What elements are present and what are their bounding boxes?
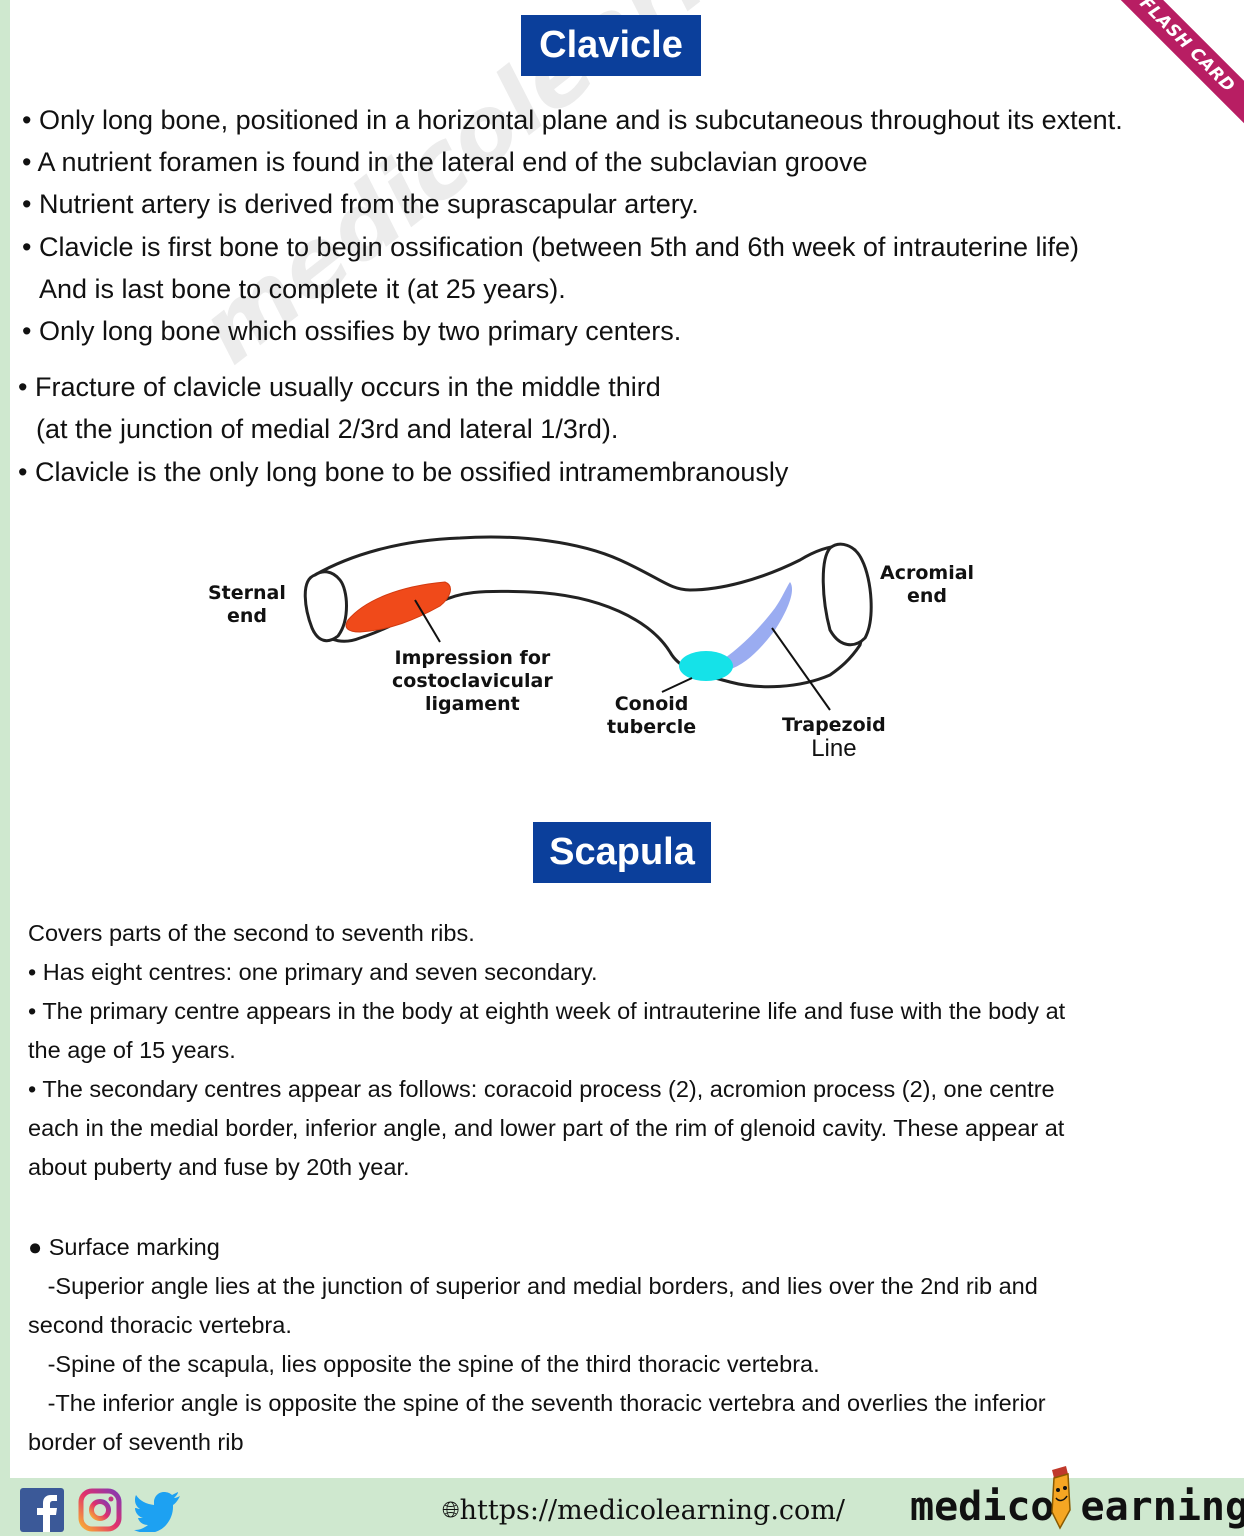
- website-url: https://medicolearning.com/: [459, 1495, 845, 1526]
- acromial-end-face: [821, 542, 873, 647]
- scapula-line-2: • Has eight centres: one primary and sev…: [28, 959, 598, 985]
- scapula-line-4: the age of 15 years.: [28, 1037, 236, 1063]
- label-acromial-end: Acromial end: [880, 562, 975, 607]
- instagram-icon[interactable]: [78, 1488, 122, 1532]
- website-link[interactable]: 🌐︎https://medicolearning.com/: [442, 1494, 845, 1528]
- label-trapezoid-line: Trapezoid Line: [782, 714, 886, 762]
- left-border-strip: [0, 0, 10, 1536]
- scapula-line-9: -Superior angle lies at the junction of …: [28, 1273, 1038, 1299]
- footer-bar: [0, 1478, 1244, 1536]
- clavicle-line-4: • Clavicle is first bone to begin ossifi…: [22, 232, 1080, 262]
- clavicle-line-8: (at the junction of medial 2/3rd and lat…: [36, 414, 619, 444]
- scapula-line-12: -The inferior angle is opposite the spin…: [28, 1390, 1046, 1416]
- clavicle-line-5: And is last bone to complete it (at 25 y…: [39, 274, 566, 304]
- conoid-leader-line: [661, 677, 693, 693]
- clavicle-line-1: • Only long bone, positioned in a horizo…: [22, 105, 1123, 135]
- scapula-line-6: each in the medial border, inferior angl…: [28, 1115, 1065, 1141]
- costoclavicular-impression: [345, 581, 451, 633]
- brand-text-left: medico: [910, 1484, 1055, 1530]
- trapezoid-leader-line: [771, 627, 831, 711]
- scapula-line-1: Covers parts of the second to seventh ri…: [28, 920, 475, 946]
- conoid-tubercle-mark: [679, 651, 733, 681]
- scapula-heading: Scapula: [533, 822, 711, 883]
- scapula-line-11: -Spine of the scapula, lies opposite the…: [28, 1351, 820, 1377]
- facebook-icon[interactable]: [20, 1488, 64, 1532]
- brand-text-right: earning: [1080, 1484, 1244, 1530]
- scapula-line-5: • The secondary centres appear as follow…: [28, 1076, 1055, 1102]
- impression-leader-line: [414, 599, 441, 643]
- sternal-end-face: [303, 570, 348, 643]
- label-costoclavicular-impression: Impression for costoclavicular ligament: [392, 647, 553, 715]
- label-conoid-tubercle: Conoid tubercle: [607, 693, 697, 738]
- clavicle-bone-illustration: [303, 535, 873, 711]
- clavicle-line-9: • Clavicle is the only long bone to be o…: [18, 457, 789, 487]
- pencil-mascot-icon: [1051, 1466, 1071, 1530]
- clavicle-line-3: • Nutrient artery is derived from the su…: [22, 189, 699, 219]
- scapula-line-13: border of seventh rib: [28, 1429, 244, 1455]
- globe-icon: 🌐︎: [442, 1498, 460, 1523]
- scapula-line-3: • The primary centre appears in the body…: [28, 998, 1066, 1024]
- brand-logo: medico earning: [910, 1482, 1244, 1532]
- clavicle-line-6: • Only long bone which ossifies by two p…: [22, 316, 682, 346]
- clavicle-line-7: • Fracture of clavicle usually occurs in…: [18, 372, 661, 402]
- clavicle-line-2: • A nutrient foramen is found in the lat…: [22, 147, 868, 177]
- scapula-line-10: second thoracic vertebra.: [28, 1312, 292, 1338]
- clavicle-heading: Clavicle: [521, 15, 701, 76]
- scapula-line-8: ● Surface marking: [28, 1234, 220, 1260]
- scapula-line-7: about puberty and fuse by 20th year.: [28, 1154, 410, 1180]
- label-sternal-end: Sternal end: [208, 582, 286, 627]
- trapezoid-line-mark: [722, 582, 793, 670]
- twitter-icon[interactable]: [134, 1488, 182, 1532]
- clavicle-diagram: Sternal end Acromial end Impression for …: [200, 520, 1000, 780]
